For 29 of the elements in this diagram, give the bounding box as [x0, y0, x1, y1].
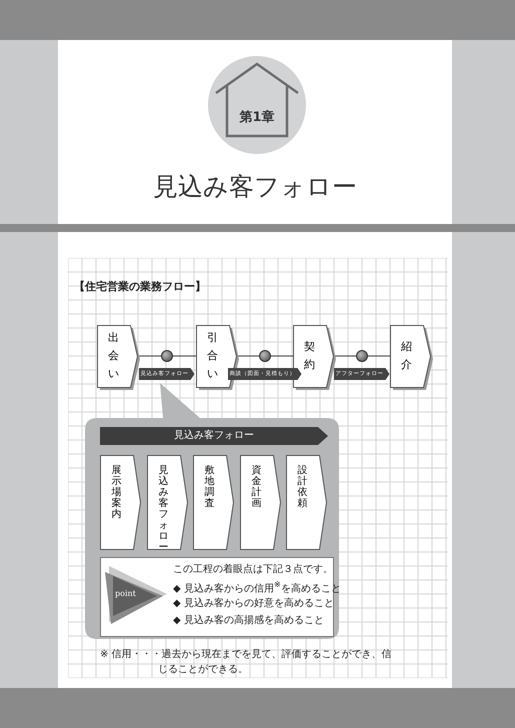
step-label: 展示場案内 — [111, 465, 122, 520]
point-text: point — [115, 589, 136, 598]
process-box — [390, 325, 434, 391]
step-label: 引合い — [206, 330, 218, 382]
step-label: 出会い — [108, 330, 120, 382]
bullet-item: ◆ 見込み客の高揚感を高めること — [173, 614, 324, 627]
process-box — [196, 325, 240, 391]
process-box — [193, 455, 237, 553]
point-intro: この工程の着眼点は下記３点です。 — [173, 562, 333, 576]
step-label: 敷地調査 — [204, 465, 215, 509]
process-box — [147, 455, 191, 553]
bullet-item: ◆ 見込み客からの信用$^{※}$を高めること — [173, 579, 341, 596]
step-label: 設計依頼 — [297, 465, 308, 509]
process-box — [286, 455, 330, 553]
step-label: 資金計画 — [251, 465, 262, 509]
process-box — [97, 325, 141, 391]
bullet-item: ◆ 見込み客からの好意を高めること — [173, 596, 334, 610]
callout-panel — [85, 383, 339, 639]
section-heading: 【住宅営業の業務フロー】 — [74, 279, 206, 294]
banner-text: 見込み客フォロー — [173, 428, 255, 443]
step-label: 見込み客フォロー — [158, 465, 169, 553]
step-label: 紹介 — [400, 339, 412, 373]
chapter-label: 第1章 — [238, 108, 276, 126]
process-box — [240, 455, 284, 553]
chapter-title: 見込み客フォロー — [152, 171, 358, 203]
process-box — [100, 455, 144, 553]
process-box — [293, 325, 337, 391]
footnote: ※ 信用・・・過去から現在までを見て、評価することができ、信じることができる。 — [100, 648, 393, 677]
step-label: 契約 — [304, 339, 316, 373]
